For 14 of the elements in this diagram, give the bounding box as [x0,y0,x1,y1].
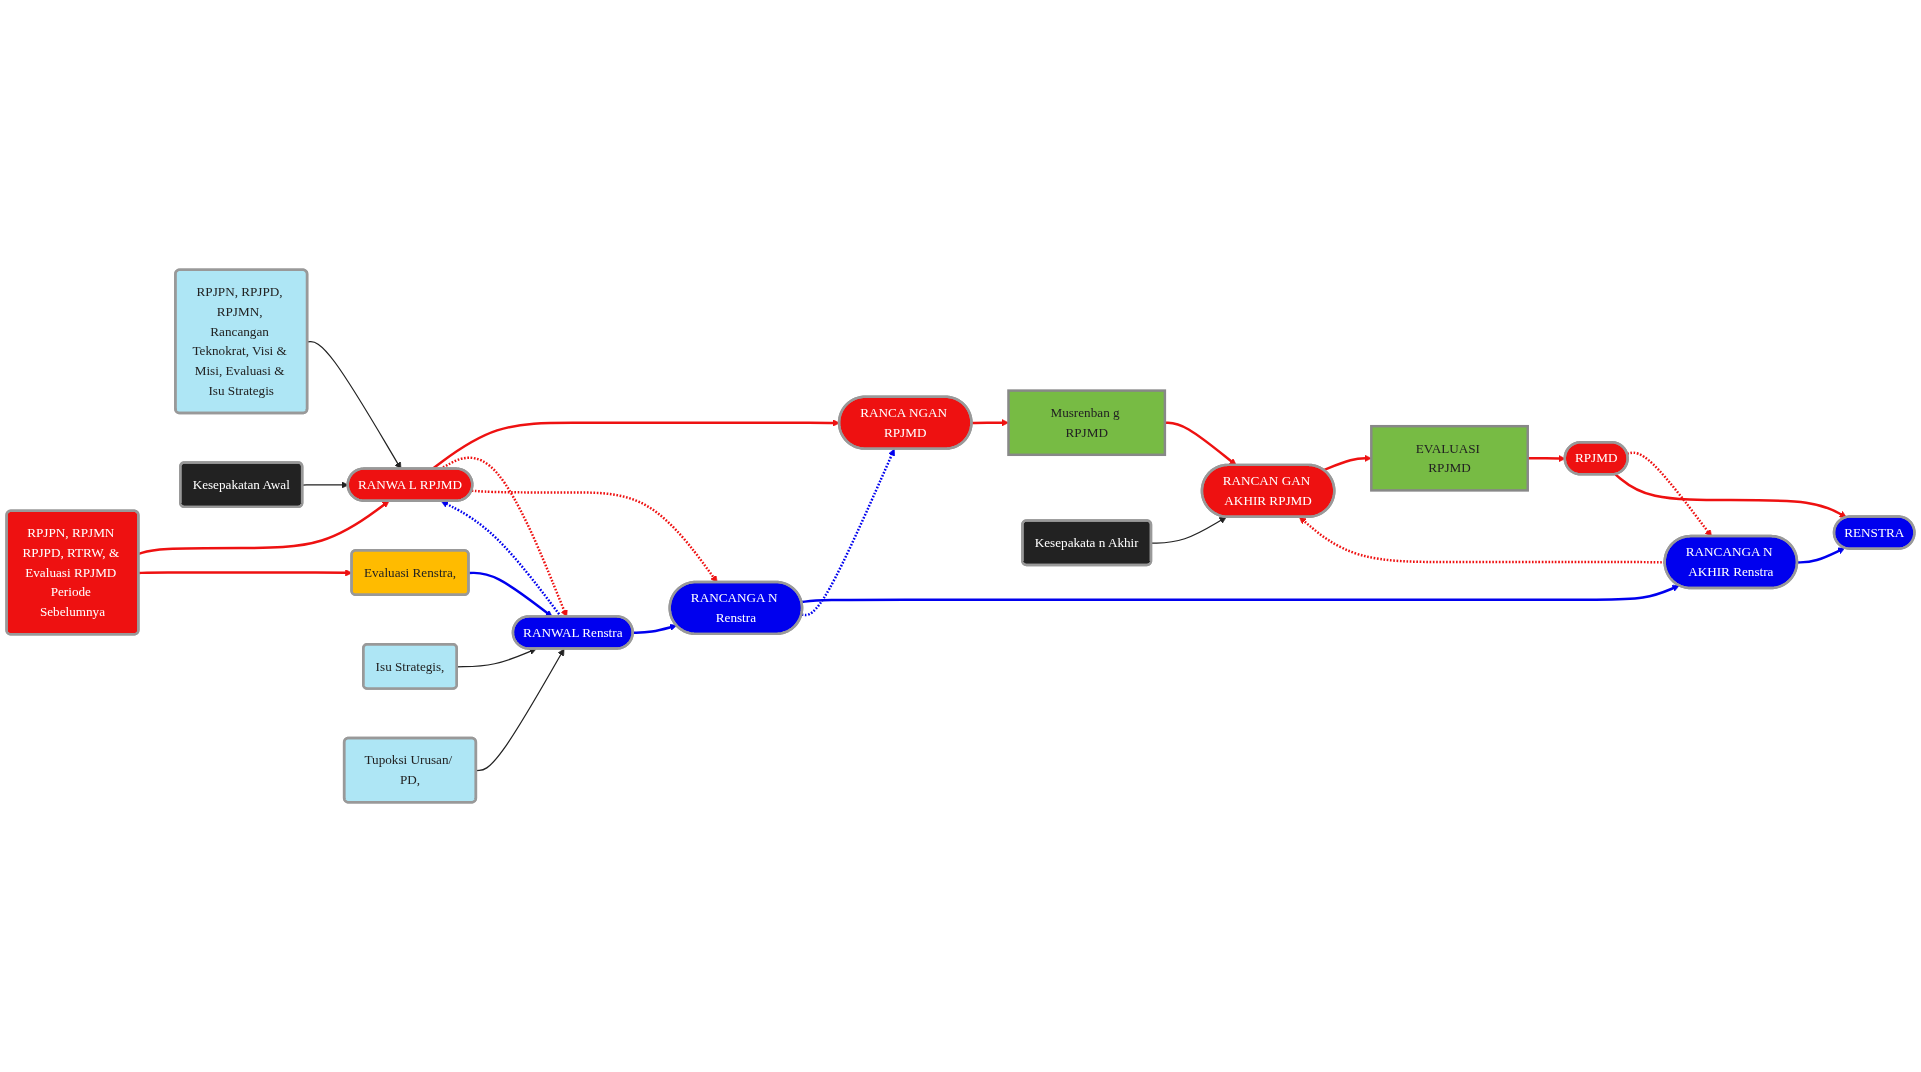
arrow [1323,454,1372,472]
arrow [633,623,677,635]
node-box: EVALUASI RPJMD [1370,424,1529,492]
arrow [1614,473,1847,518]
arrow [801,448,895,617]
arrow [456,648,537,668]
arrow [801,584,1680,604]
arrow [971,419,1009,427]
arrow [1150,516,1227,544]
node-box: Musrenban g RPJMD [1007,389,1167,457]
arrow [1797,547,1846,564]
arrow [475,648,565,772]
arrow [138,500,390,555]
arrow [471,489,718,583]
